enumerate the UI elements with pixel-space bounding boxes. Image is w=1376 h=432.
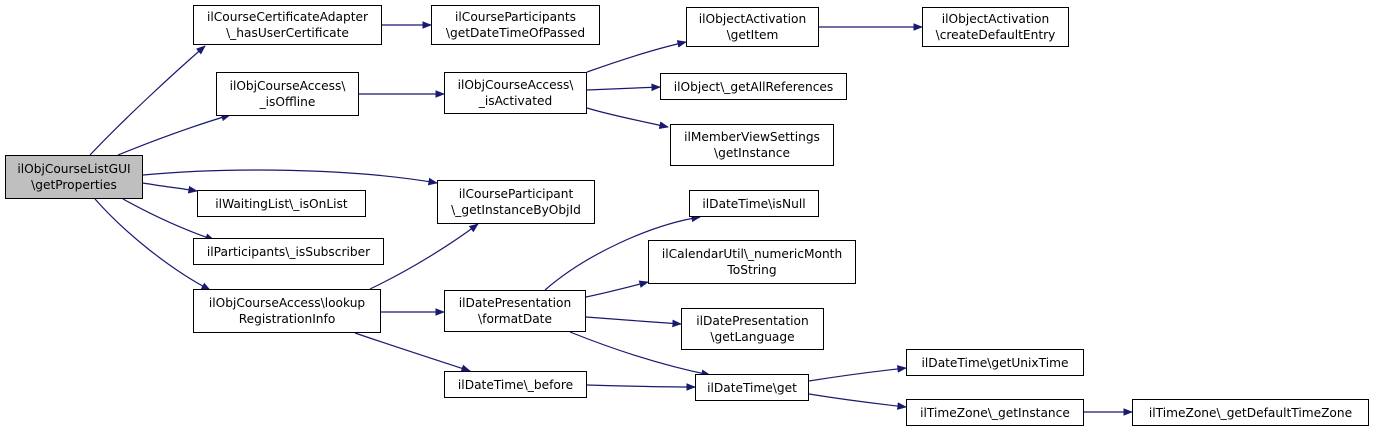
node-tzinst[interactable]: ilTimeZone\_getInstance [906,399,1084,426]
edge-dtget-unixtime [808,365,907,382]
node-tzdef[interactable]: ilTimeZone\_getDefaultTimeZone [1132,399,1369,426]
edge-root-waiting [142,182,198,194]
node-certadapt[interactable]: ilCourseCertificateAdapter \_hasUserCert… [193,5,382,45]
node-before[interactable]: ilDateTime\_before [444,371,587,398]
edge-activated-mvs [586,107,669,129]
node-fmtdate[interactable]: ilDatePresentation \formatDate [444,290,586,332]
edge-fmtdate-getlang [585,316,682,328]
node-waiting[interactable]: ilWaitingList\_isOnList [197,190,366,217]
edge-root-lookup [94,198,211,291]
call-edges [89,21,1133,416]
edge-dtget-tzinst [808,393,907,410]
node-unixtime[interactable]: ilDateTime\getUnixTime [906,349,1084,376]
edge-fmtdate-dtget [569,331,711,378]
edge-fmtdate-isnull [544,214,701,291]
edge-activated-objact [586,40,687,73]
edge-root-subscr [122,198,215,241]
edge-root-certadapt [89,45,206,156]
node-offline[interactable]: ilObjCourseAccess\ _isOffline [216,72,359,116]
node-partinst[interactable]: ilCourseParticipant \_getInstanceByObjId [437,180,595,224]
edge-fmtdate-calutil [585,280,649,298]
node-activated[interactable]: ilObjCourseAccess\ _isActivated [444,72,587,114]
node-getlang[interactable]: ilDatePresentation \getLanguage [681,308,824,350]
node-allrefs[interactable]: ilObject\_getAllReferences [660,73,847,100]
edge-root-offline [117,113,231,156]
edge-root-partinst [142,169,438,186]
node-objactcrt[interactable]: ilObjectActivation \createDefaultEntry [922,7,1069,47]
node-dtget[interactable]: ilDateTime\get [695,374,809,401]
edge-lookup-before [354,332,471,372]
node-calutil[interactable]: ilCalendarUtil\_numericMonth ToString [648,240,856,284]
edge-before-dtget [586,383,696,391]
node-partsdate[interactable]: ilCourseParticipants \getDateTimeOfPasse… [431,5,600,45]
node-objact[interactable]: ilObjectActivation \getItem [686,7,819,47]
node-lookup[interactable]: ilObjCourseAccess\lookup RegistrationInf… [193,289,381,333]
edge-lookup-partinst [369,223,479,290]
node-subscr[interactable]: ilParticipants\_isSubscriber [193,238,384,265]
edge-activated-allrefs [586,83,661,92]
node-mvs[interactable]: ilMemberViewSettings \getInstance [670,124,834,166]
node-isnull[interactable]: ilDateTime\isNull [689,190,819,217]
node-root: ilObjCourseListGUI \getProperties [5,155,143,199]
